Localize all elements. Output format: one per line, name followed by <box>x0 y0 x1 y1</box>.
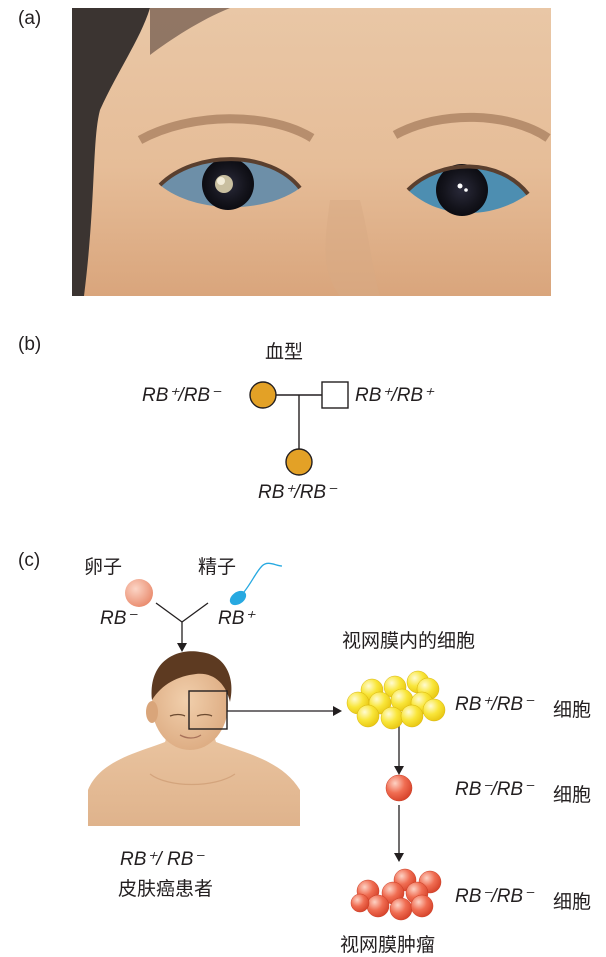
tumor-cells <box>350 868 442 921</box>
egg-cell <box>125 579 153 607</box>
normal-retina-cells <box>346 670 446 730</box>
patient-illustration <box>88 651 300 826</box>
stage-1-genotype: RB⁺/RB⁻ <box>455 694 534 715</box>
father-symbol <box>321 381 349 409</box>
child-genotype: RB⁺/RB⁻ <box>258 482 337 503</box>
pedigree-chart <box>249 381 349 476</box>
fertilization-diagram <box>125 562 283 652</box>
tumor-label: 视网膜肿瘤 <box>340 934 436 956</box>
patient-genotype: RB⁺/ RB⁻ <box>120 849 204 870</box>
pedigree-title: 血型 <box>265 341 304 363</box>
stage-2-cell-label: 细胞 <box>553 784 592 806</box>
sperm-genotype: RB⁺ <box>218 608 255 629</box>
stage-3-genotype: RB⁻/RB⁻ <box>455 886 534 907</box>
panel-b-label: (b) <box>18 334 42 355</box>
sperm-label: 精子 <box>198 556 237 578</box>
stage-3-cell-label: 细胞 <box>553 891 592 913</box>
egg-label: 卵子 <box>84 556 123 578</box>
stage-2-genotype: RB⁻/RB⁻ <box>455 779 534 800</box>
patient-description: 皮肤癌患者 <box>118 878 214 900</box>
mother-genotype: RB⁺/RB⁻ <box>142 385 221 406</box>
child-symbol <box>285 448 313 476</box>
retina-highlight-box <box>188 690 228 730</box>
mother-symbol <box>249 381 277 409</box>
retinoblastoma-photo <box>72 8 551 296</box>
sperm-cell <box>229 590 247 606</box>
stage-1-cell-label: 细胞 <box>553 699 592 721</box>
mutant-cell <box>385 774 413 802</box>
egg-genotype: RB⁻ <box>100 608 137 629</box>
retina-cells-header: 视网膜内的细胞 <box>342 630 476 652</box>
panel-c-label: (c) <box>18 550 41 571</box>
father-genotype: RB⁺/RB⁺ <box>355 385 434 406</box>
process-arrows <box>227 706 404 862</box>
panel-a-label: (a) <box>18 8 42 29</box>
